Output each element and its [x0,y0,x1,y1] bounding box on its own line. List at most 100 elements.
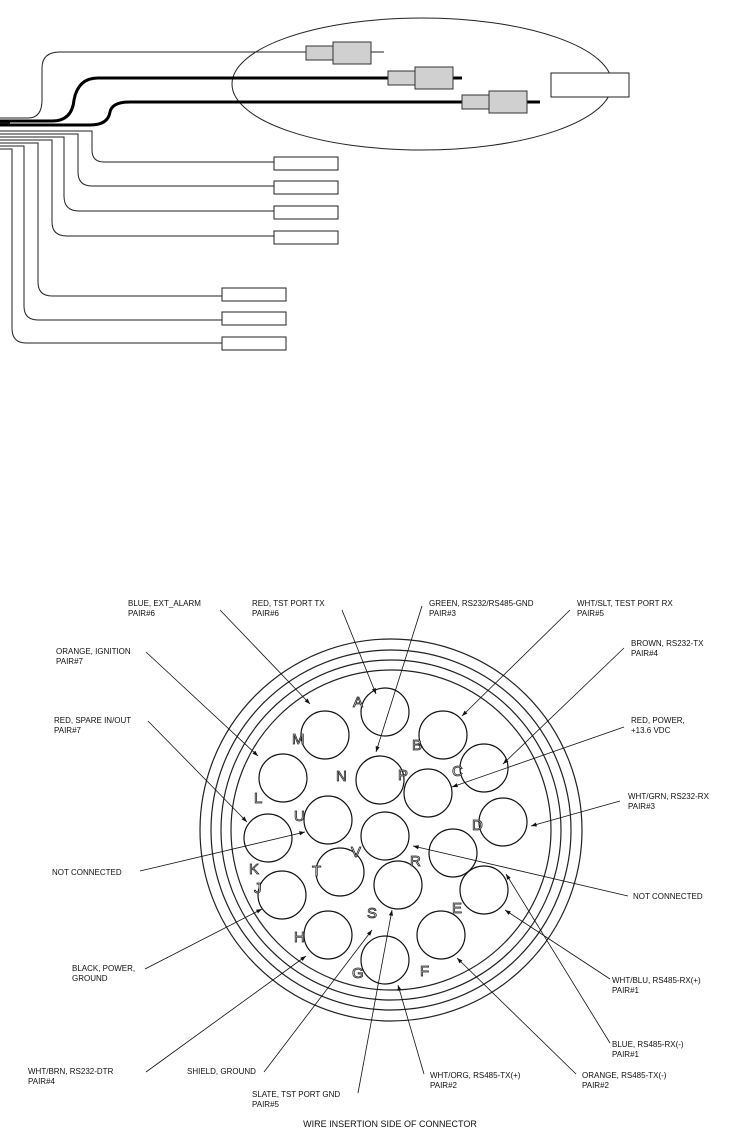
leader-line-orange-ignition [145,651,259,757]
breakout-box-1 [273,156,339,171]
breakout-wire-7 [0,148,222,344]
pin-letter-n: N [336,768,347,785]
breakout-wire-4 [0,139,274,237]
pin-hole-l [258,753,308,803]
breakout-wire-3 [0,136,274,212]
leader-arrow-red-power [452,783,458,788]
label-slate-tst-gnd: SLATE, TST PORT GND [252,1090,340,1099]
pin-letter-a: A [353,694,363,711]
label-red-spare-pair: PAIR#7 [54,726,82,735]
leader-line-red-tst-port-tx [341,609,377,695]
leader-arrow-wht-brn-dtr [300,956,306,961]
breakout-box-2 [273,180,339,195]
label-orange-tx-minus-pair: PAIR#2 [582,1081,610,1090]
pin-letter-e: E [452,900,462,917]
label-slate-tst-gnd-pair: PAIR#5 [252,1100,280,1109]
pin-hole-e [459,865,509,915]
breakout-wire-6 [0,145,222,321]
leader-line-not-connected-left [139,831,306,872]
breakout-box-4 [273,230,339,245]
label-red-power: RED, POWER, [631,716,685,725]
leader-line-red-spare [147,720,248,823]
pin-hole-a [360,687,410,737]
wire-to-connector-3 [0,100,540,127]
connector-plug-1 [305,45,335,61]
leader-arrow-wht-blu-rx-plus [505,910,511,915]
connector-body-1 [332,41,372,65]
breakout-box-7 [221,336,287,351]
pin-letter-s: S [367,905,377,922]
connector-ring-outer [199,638,583,1022]
leader-arrow-slate-tst-gnd [388,910,393,916]
label-blue-ext-alarm-pair: PAIR#6 [128,609,156,618]
leader-arrow-wht-slt-test-rx [462,710,468,716]
leader-arrow-blue-rx-minus [506,874,511,880]
breakout-wire-1 [0,130,274,163]
label-black-power-gnd-pair: GROUND [72,974,108,983]
leader-arrow-not-connected-right [413,845,419,850]
pin-letter-k: K [249,861,259,878]
pin-letter-r: R [410,853,421,870]
pin-letter-p: P [398,767,408,784]
pin-hole-c [459,743,509,793]
label-wht-slt-test-rx-pair: PAIR#5 [577,609,605,618]
connector-ring-3 [220,659,562,1001]
pin-hole-m [300,710,350,760]
connector-plug-3 [461,94,491,110]
leader-line-red-power [451,726,625,788]
connector-body-3 [488,90,528,114]
pin-letter-d: D [472,817,483,834]
leader-line-slate-tst-gnd [357,909,393,1094]
connector-caption: WIRE INSERTION SIDE OF CONNECTOR [303,1119,477,1129]
label-wht-blu-rx-plus: WHT/BLU, RS485-RX(+) [612,976,701,985]
leader-line-wht-grn-rx [530,800,621,827]
leader-line-wht-org-tx-plus [397,984,425,1075]
pin-hole-g [360,935,410,985]
label-blue-rx-minus-pair: PAIR#1 [612,1050,640,1059]
leader-line-black-power-gnd [144,908,263,970]
label-not-connected-right: NOT CONNECTED [633,892,703,901]
label-wht-grn-rx-pair: PAIR#3 [628,802,656,811]
leader-line-blue-ext-alarm [219,609,311,705]
connector-ring-2 [210,649,572,1011]
leader-arrow-red-tst-port-tx [371,688,376,694]
pin-hole-f [416,910,466,960]
label-orange-ignition-pair: PAIR#7 [56,657,84,666]
pin-letter-l: L [254,790,262,807]
pin-letter-g: G [352,965,364,982]
pin-hole-b [418,710,468,760]
label-brown-rs232-tx-pair: PAIR#4 [631,649,659,658]
wire-to-connector-2 [0,76,462,123]
breakout-wire-5 [0,142,222,297]
label-green-gnd: GREEN, RS232/RS485-GND [429,599,534,608]
label-red-spare: RED, SPARE IN/OUT [54,716,131,725]
leader-arrow-red-spare [241,816,247,822]
leader-line-wht-slt-test-rx [461,609,571,717]
leader-arrow-blue-ext-alarm [304,698,310,704]
label-brown-rs232-tx: BROWN, RS232-TX [631,639,704,648]
leader-arrow-not-connected-left [299,831,305,836]
label-not-connected-left: NOT CONNECTED [52,868,122,877]
leader-line-not-connected-right [412,845,629,897]
breakout-box-3 [273,205,339,220]
pin-hole-u [303,795,353,845]
leader-arrow-shield-ground [366,930,372,936]
label-wht-org-tx-plus: WHT/ORG, RS485-TX(+) [430,1071,521,1080]
label-orange-tx-minus: ORANGE, RS485-TX(-) [582,1071,667,1080]
label-red-tst-port-tx: RED, TST PORT TX [252,599,325,608]
label-orange-ignition: ORANGE, IGNITION [56,647,131,656]
connector-body-2 [414,66,454,90]
pin-hole-v [360,811,410,861]
leader-line-blue-rx-minus [505,873,611,1044]
label-wht-brn-dtr: WHT/BRN, RS232-DTR [28,1067,114,1076]
leader-arrow-wht-grn-rx [531,822,537,827]
pin-hole-n [355,755,405,805]
leader-line-brown-rs232-tx [502,647,625,765]
label-black-power-gnd: BLACK, POWER, [72,964,135,973]
label-blue-ext-alarm: BLUE, EXT_ALARM [128,599,201,608]
pin-letter-u: U [294,808,305,825]
label-wht-grn-rx: WHT/GRN, RS232-RX [628,792,710,801]
pin-letter-c: C [452,763,463,780]
wire-to-connector-1 [0,51,384,119]
